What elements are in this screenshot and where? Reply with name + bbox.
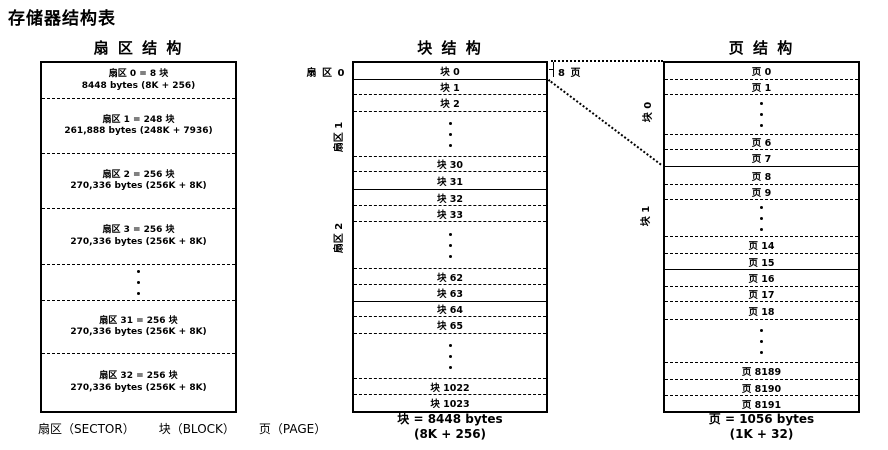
block-row: 块 2 xyxy=(354,95,546,112)
sector-section-size: 261,888 bytes (248K + 7936) xyxy=(64,126,213,136)
ellipsis-dot xyxy=(760,339,763,343)
ellipsis-dot xyxy=(448,121,452,125)
sector-section: 扇区 1 = 248 块 261,888 bytes (248K + 7936) xyxy=(42,99,235,154)
page-structure-box: 页 0 页 1 页 6 页 7 页 8 页 9 页 14 页 15 页 16 页… xyxy=(663,61,860,413)
legend-item-page: 页（PAGE） xyxy=(258,422,327,436)
ellipsis-dot xyxy=(448,354,452,358)
block-row: 块 64 xyxy=(354,302,546,317)
sector-section-size: 270,336 bytes (256K + 8K) xyxy=(70,236,207,247)
sector-section: 扇区 0 = 8 块 8448 bytes (8K + 256) xyxy=(42,63,235,99)
sector-section-size: 270,336 bytes (256K + 8K) xyxy=(70,181,207,191)
ellipsis-dots xyxy=(665,320,858,363)
page-row: 页 7 xyxy=(665,150,858,167)
ellipsis-dot xyxy=(760,350,763,354)
page-row: 页 1 xyxy=(665,80,858,95)
ellipsis-dot xyxy=(448,232,452,236)
page-row: 页 8189 xyxy=(665,363,858,380)
ellipsis-dot xyxy=(448,243,452,247)
ellipsis-dots xyxy=(665,95,858,135)
ellipsis-dot xyxy=(760,216,763,220)
block-row: 块 33 xyxy=(354,206,546,222)
sector-section-title: 扇区 1 = 248 块 xyxy=(102,114,175,125)
block-row: 块 1022 xyxy=(354,379,546,395)
page-column-heading: 页 结 构 xyxy=(728,39,795,57)
sector1-side-label: 扇区 1 xyxy=(334,121,345,153)
block-row: 块 30 xyxy=(354,157,546,172)
page-row: 页 9 xyxy=(665,185,858,200)
sector-structure-box: 扇区 0 = 8 块 8448 bytes (8K + 256) 扇区 1 = … xyxy=(40,61,237,413)
page-size-caption: 页 = 1056 bytes (1K + 32) xyxy=(663,412,860,442)
page-row: 页 15 xyxy=(665,254,858,270)
eight-pages-bracket xyxy=(553,62,554,77)
page-title: 存储器结构表 xyxy=(8,9,116,29)
block-row: 块 31 xyxy=(354,172,546,190)
sector-section-title: 扇区 3 = 256 块 xyxy=(102,225,175,235)
legend-item-sector: 扇区（SECTOR） xyxy=(38,422,135,436)
block-row: 块 65 xyxy=(354,317,546,334)
sector-column-heading: 扇 区 结 构 xyxy=(93,39,184,57)
sector-section: 扇区 32 = 256 块 270,336 bytes (256K + 8K) xyxy=(42,354,235,411)
block-row: 块 1 xyxy=(354,80,546,95)
sector-section-title: 扇区 2 = 256 块 xyxy=(102,169,175,180)
page-row: 页 8 xyxy=(665,167,858,185)
sector2-side-label: 扇区 2 xyxy=(334,222,345,254)
block0-side-label: 块 0 xyxy=(643,101,654,123)
ellipsis-dots xyxy=(354,334,546,379)
ellipsis-dot xyxy=(137,281,140,284)
sector-section-size: 8448 bytes (8K + 256) xyxy=(81,80,196,91)
ellipsis-dot xyxy=(760,113,763,116)
page-row: 页 17 xyxy=(665,287,858,302)
sector-section-size: 270,336 bytes (256K + 8K) xyxy=(70,327,207,337)
terminology-legend: 扇区（SECTOR） 块（BLOCK） 页（PAGE） xyxy=(38,420,326,437)
page-size-line2: (1K + 32) xyxy=(729,427,794,441)
block-size-caption: 块 = 8448 bytes (8K + 256) xyxy=(352,412,548,442)
ellipsis-dots xyxy=(42,265,235,301)
ellipsis-dot xyxy=(448,343,452,347)
eight-pages-bracket-tick xyxy=(549,69,553,70)
ellipsis-dot xyxy=(448,132,452,136)
page-row: 页 18 xyxy=(665,302,858,320)
ellipsis-dots xyxy=(354,222,546,269)
page-row: 页 14 xyxy=(665,237,858,254)
ellipsis-dot xyxy=(760,227,763,231)
ellipsis-dot xyxy=(760,328,763,332)
block-row: 块 1023 xyxy=(430,399,470,410)
block-size-line2: (8K + 256) xyxy=(413,427,487,441)
ellipsis-dot xyxy=(760,124,763,127)
page-row: 页 8190 xyxy=(665,380,858,396)
sector-section-title: 扇区 32 = 256 块 xyxy=(99,371,178,381)
sector-section-size: 270,336 bytes (256K + 8K) xyxy=(70,382,207,393)
connector-top-dotted-line xyxy=(551,60,663,62)
ellipsis-dot xyxy=(137,292,140,295)
page-row: 页 16 xyxy=(665,270,858,287)
block-size-line1: 块 = 8448 bytes xyxy=(397,412,503,426)
block-row: 块 0 xyxy=(354,63,546,80)
ellipsis-dot xyxy=(760,102,763,105)
sector-section: 扇区 3 = 256 块 270,336 bytes (256K + 8K) xyxy=(42,209,235,265)
page-size-line1: 页 = 1056 bytes xyxy=(708,412,815,426)
legend-item-block: 块（BLOCK） xyxy=(158,422,235,436)
sector-section: 扇区 31 = 256 块 270,336 bytes (256K + 8K) xyxy=(42,301,235,354)
ellipsis-dot xyxy=(137,270,140,273)
block-row: 块 63 xyxy=(354,285,546,302)
page-row: 页 6 xyxy=(665,135,858,150)
ellipsis-dots xyxy=(665,200,858,237)
sector-section-title: 扇区 31 = 256 块 xyxy=(99,315,178,326)
ellipsis-dots xyxy=(354,112,546,157)
page-row: 页 0 xyxy=(665,63,858,80)
block-column-heading: 块 结 构 xyxy=(417,39,483,57)
ellipsis-dot xyxy=(760,205,763,209)
ellipsis-dot xyxy=(448,254,452,258)
eight-pages-label: 8 页 xyxy=(558,68,582,79)
sector-section-title: 扇区 0 = 8 块 xyxy=(108,69,169,79)
ellipsis-dot xyxy=(448,365,452,369)
sector0-side-label: 扇 区 0 xyxy=(306,68,346,79)
block1-side-label: 块 1 xyxy=(641,205,652,227)
sector-section: 扇区 2 = 256 块 270,336 bytes (256K + 8K) xyxy=(42,154,235,209)
block-row: 块 62 xyxy=(354,269,546,285)
block-row: 块 32 xyxy=(354,190,546,206)
page-row: 页 8191 xyxy=(741,399,782,411)
ellipsis-dot xyxy=(448,143,452,147)
block-structure-box: 块 0 块 1 块 2 块 30 块 31 块 32 块 33 块 62 块 6… xyxy=(352,61,548,413)
